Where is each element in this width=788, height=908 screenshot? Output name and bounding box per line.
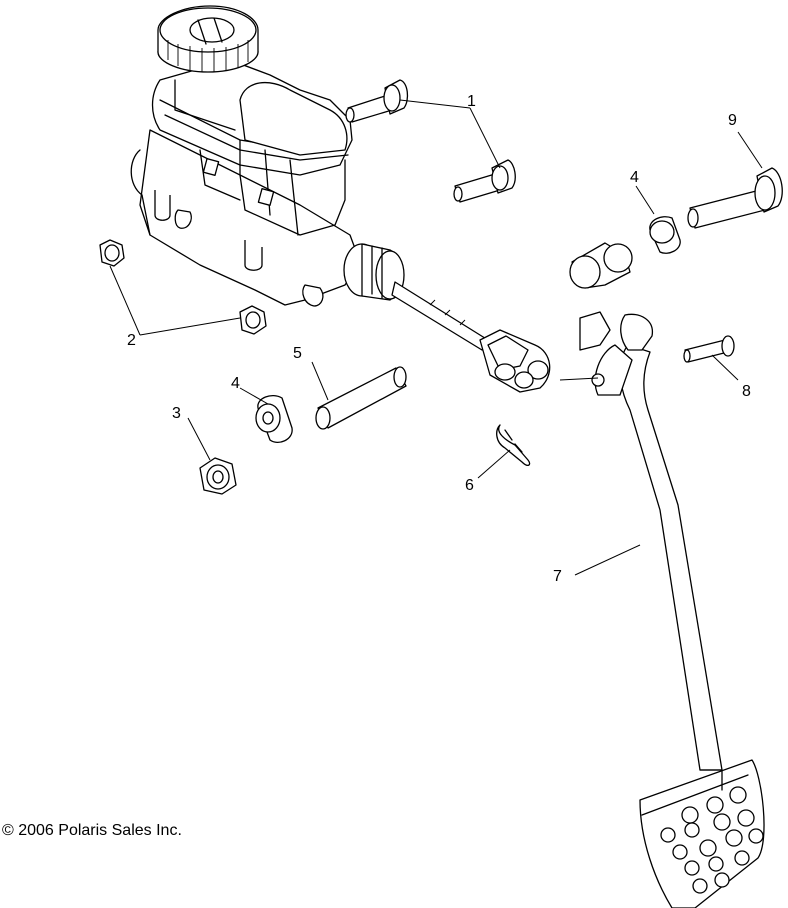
push-rod-clevis [391, 281, 551, 393]
clip-6 [496, 424, 531, 466]
callout-5: 5 [293, 345, 302, 362]
bolt-upper [345, 79, 409, 123]
nut-lower [239, 305, 267, 335]
brake-pedal [579, 311, 765, 908]
leader-lines [109, 99, 763, 576]
pivot-sleeve [569, 242, 633, 289]
callout-3: 3 [172, 405, 181, 422]
nut-upper [99, 239, 125, 267]
pin-8 [683, 335, 735, 363]
copyright-notice: © 2006 Polaris Sales Inc. [2, 822, 182, 839]
nut-3 [199, 457, 237, 495]
callout-4-lower: 4 [231, 375, 240, 392]
master-cylinder [130, 5, 405, 307]
pedal-pad-holes [660, 786, 764, 894]
sleeve-5 [315, 366, 407, 430]
callout-8: 8 [742, 383, 751, 400]
callout-7: 7 [553, 568, 562, 585]
callout-6: 6 [465, 477, 474, 494]
bolt-9 [687, 167, 783, 229]
callout-2: 2 [127, 332, 136, 349]
callout-4-upper: 4 [630, 169, 639, 186]
bushing-upper [649, 216, 681, 254]
bushing-lower [255, 394, 293, 443]
callout-9: 9 [728, 112, 737, 129]
callout-1: 1 [467, 93, 476, 110]
bolt-lower [453, 159, 516, 203]
